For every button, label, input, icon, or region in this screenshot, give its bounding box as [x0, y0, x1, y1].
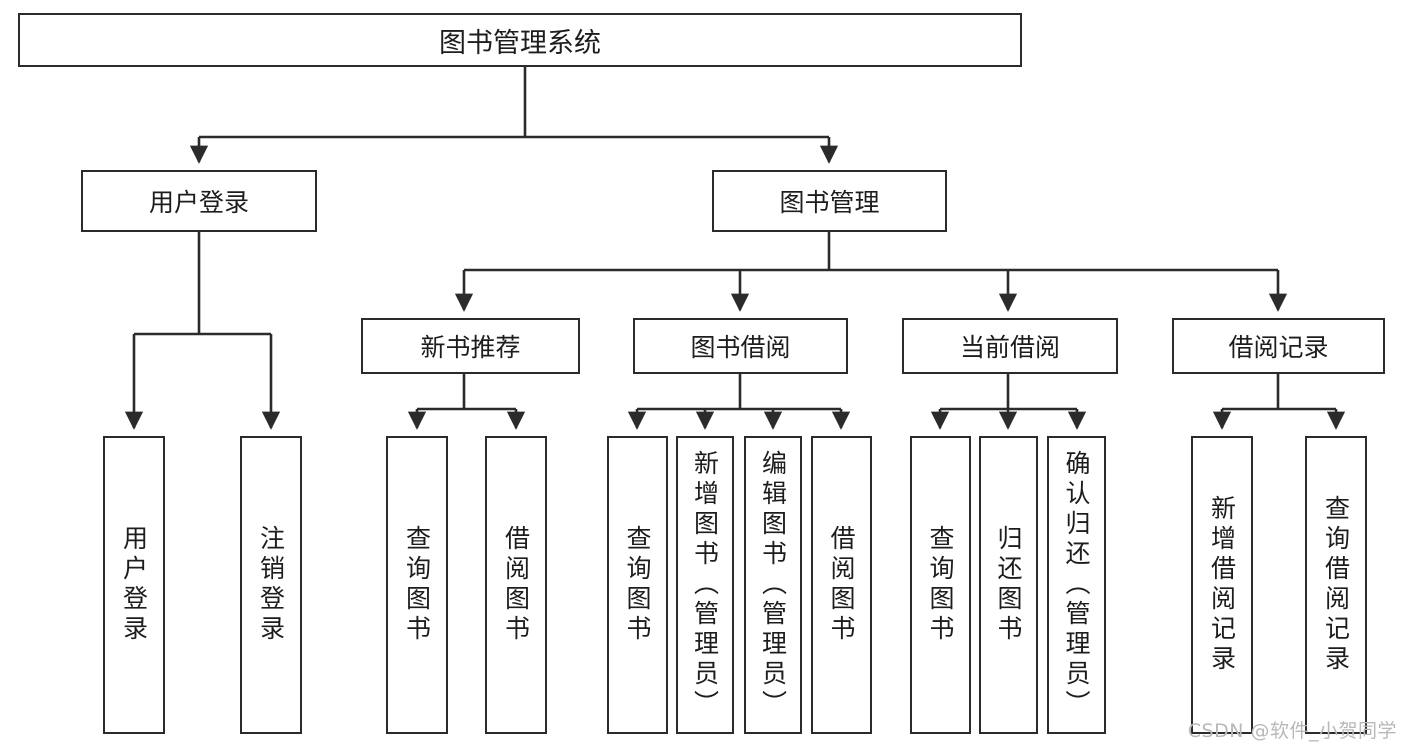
- node-leaf-borrow-book-2[interactable]: 借阅图书: [811, 436, 872, 734]
- node-label: 查询图书: [402, 525, 432, 645]
- node-label: 注销登录: [256, 525, 286, 645]
- node-label: 图书管理系统: [439, 27, 601, 59]
- node-book-borrow[interactable]: 图书借阅: [633, 318, 848, 374]
- node-leaf-query-book-1[interactable]: 查询图书: [386, 436, 448, 734]
- node-leaf-edit-book[interactable]: 编辑图书（管理员）: [744, 436, 802, 734]
- node-label: 编辑图书（管理员）: [758, 450, 788, 720]
- node-label: 借阅记录: [1228, 333, 1329, 362]
- node-current-borrow[interactable]: 当前借阅: [902, 318, 1118, 374]
- node-label: 查询图书: [926, 525, 955, 645]
- node-leaf-add-record[interactable]: 新增借阅记录: [1191, 436, 1253, 734]
- node-book-management[interactable]: 图书管理: [712, 170, 947, 232]
- node-label: 用户登录: [119, 525, 149, 645]
- node-leaf-query-record[interactable]: 查询借阅记录: [1305, 436, 1367, 734]
- node-leaf-add-book[interactable]: 新增图书（管理员）: [676, 436, 734, 734]
- node-label: 新增借阅记录: [1207, 495, 1237, 675]
- node-label: 查询图书: [623, 525, 652, 645]
- node-label: 查询借阅记录: [1321, 495, 1351, 675]
- node-leaf-confirm-return[interactable]: 确认归还（管理员）: [1047, 436, 1106, 734]
- node-borrow-record[interactable]: 借阅记录: [1172, 318, 1385, 374]
- node-label: 确认归还（管理员）: [1062, 450, 1091, 720]
- node-leaf-query-book-3[interactable]: 查询图书: [910, 436, 971, 734]
- node-new-book-recommend[interactable]: 新书推荐: [361, 318, 580, 374]
- node-label: 新书推荐: [420, 333, 521, 362]
- node-label: 归还图书: [994, 525, 1023, 645]
- node-label: 新增图书（管理员）: [690, 450, 720, 720]
- node-label: 当前借阅: [959, 333, 1060, 362]
- node-label: 借阅图书: [827, 525, 856, 645]
- node-label: 图书管理: [779, 188, 880, 217]
- node-leaf-query-book-2[interactable]: 查询图书: [607, 436, 668, 734]
- node-label: 用户登录: [148, 188, 249, 217]
- node-leaf-logout-login[interactable]: 注销登录: [240, 436, 302, 734]
- node-leaf-return-book[interactable]: 归还图书: [979, 436, 1038, 734]
- node-root-system[interactable]: 图书管理系统: [18, 13, 1022, 67]
- node-user-login[interactable]: 用户登录: [81, 170, 317, 232]
- csdn-watermark: CSDN @软件_小贺同学: [1187, 720, 1397, 742]
- node-leaf-borrow-book-1[interactable]: 借阅图书: [485, 436, 547, 734]
- node-label: 借阅图书: [501, 525, 531, 645]
- node-leaf-user-login[interactable]: 用户登录: [103, 436, 165, 734]
- node-label: 图书借阅: [690, 333, 791, 362]
